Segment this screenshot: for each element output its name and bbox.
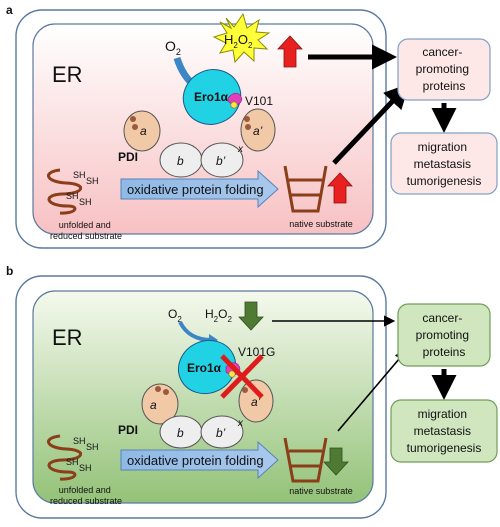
ero1a-enzyme-b — [178, 339, 236, 395]
pdi-active-site-dot — [155, 386, 161, 392]
pdi-linker-x-label-a: x — [237, 144, 244, 155]
h2o2-burst-icon-a — [212, 12, 271, 64]
pdi-domain-bprime-a — [200, 142, 244, 178]
panel-b: b ER O2 H2O2 a b b’ a’ x PDI Ero1α V101G — [6, 264, 498, 519]
residue-label-a: V101 — [245, 94, 273, 108]
h2o2-decrease-arrow-icon-b — [238, 301, 264, 331]
process-label-a: oxidative protein folding — [127, 182, 264, 197]
sh-group-a: SH — [86, 176, 99, 186]
pdi-active-site-dot — [132, 124, 138, 130]
h2o2-label-a: H2O2 — [224, 32, 253, 50]
native-label-b: native substrate — [289, 486, 353, 496]
native-decrease-arrow-icon-b — [323, 447, 349, 476]
unfolded-label-a: unfolded and reduced substrate — [50, 220, 122, 241]
cell-outline-a — [15, 9, 387, 249]
h2o2-label-b: H2O2 — [205, 307, 232, 324]
sh-group-a: SH — [79, 197, 92, 207]
pdi-domain-b-label-b: b — [177, 426, 184, 440]
panel-letter-a: a — [6, 3, 13, 17]
pdi-domain-b-label-a: b — [177, 154, 184, 168]
pdi-active-site-dot — [245, 124, 251, 130]
sh-group-a: SH — [66, 191, 79, 201]
ero1a-enzyme-a — [182, 69, 242, 125]
pdi-linker-x-label-b: x — [237, 418, 244, 429]
oxidative-folding-arrow-a — [120, 169, 279, 209]
native-increase-arrow-icon-a — [327, 172, 353, 204]
ero1a-label-a: Ero1α — [194, 90, 229, 104]
sh-group-b: SH — [73, 436, 86, 446]
er-label-a: ER — [52, 62, 83, 87]
unfolded-substrate-icon-a — [47, 168, 82, 215]
native-to-proteins-arrow-b — [337, 350, 407, 432]
inhibition-cross-icon — [220, 354, 264, 399]
pdi-label-b: PDI — [118, 423, 138, 437]
native-label-a: native substrate — [289, 219, 353, 229]
phenotype-text-b: migration metastasis tumorigenesis — [407, 407, 482, 455]
er-label-b: ER — [52, 325, 83, 350]
cancer-proteins-box-b — [397, 303, 491, 367]
pdi-domain-aprime-label-b: a’ — [251, 395, 261, 409]
pdi-domain-a-label-b: a — [150, 398, 157, 412]
pdi-domain-a-label-a: a — [140, 124, 147, 138]
sh-group-b: SH — [66, 457, 79, 467]
o2-label-a: O2 — [165, 38, 181, 57]
process-label-b: oxidative protein folding — [127, 453, 264, 468]
h2o2-increase-arrow-icon-a — [277, 35, 303, 68]
unfolded-label-b: unfolded and reduced substrate — [50, 485, 122, 506]
cell-outline-b — [15, 275, 387, 519]
sh-group-b: SH — [86, 442, 99, 452]
pdi-domain-bprime-label-a: b’ — [216, 154, 226, 168]
native-substrate-icon-a — [283, 165, 328, 213]
panel-a: a ER O2 H2O2 a b b’ a’ x PDI Ero1α V101 — [6, 3, 498, 249]
pdi-active-site-dot — [163, 389, 169, 395]
sh-group-b: SH — [79, 463, 92, 473]
pdi-domain-bprime-b — [200, 415, 244, 449]
pdi-active-site-dot — [244, 116, 250, 122]
oxidative-folding-arrow-b — [120, 440, 279, 480]
unfolded-substrate-icon-b — [47, 434, 82, 481]
pdi-domain-bprime-label-b: b’ — [216, 426, 226, 440]
v101g-residue-marker-b — [228, 370, 236, 378]
pdi-domain-a-b — [141, 383, 179, 425]
ero1a-label-b: Ero1α — [187, 361, 222, 375]
pdi-active-site-dot — [242, 387, 248, 393]
native-substrate-icon-b — [283, 437, 328, 483]
native-to-proteins-arrow-a — [332, 83, 410, 165]
v101-residue-marker-a — [230, 101, 238, 109]
pdi-domain-aprime-label-a: a’ — [253, 124, 263, 138]
cancer-proteins-text-b: cancer- promoting proteins — [416, 311, 473, 359]
sh-group-a: SH — [73, 170, 86, 180]
o2-label-b: O2 — [168, 307, 182, 324]
residue-label-b: V101G — [238, 345, 275, 359]
o2-reduction-arrow-b — [178, 321, 213, 342]
pdi-label-a: PDI — [118, 150, 138, 164]
panel-letter-b: b — [6, 264, 13, 278]
phenotype-box-b — [390, 399, 498, 463]
phenotype-text-a: migration metastasis tumorigenesis — [407, 140, 482, 188]
cancer-proteins-text-a: cancer- promoting proteins — [416, 45, 473, 93]
pdi-active-site-dot — [130, 116, 136, 122]
phenotype-box-a — [390, 132, 498, 195]
cancer-proteins-box-a — [397, 38, 491, 101]
